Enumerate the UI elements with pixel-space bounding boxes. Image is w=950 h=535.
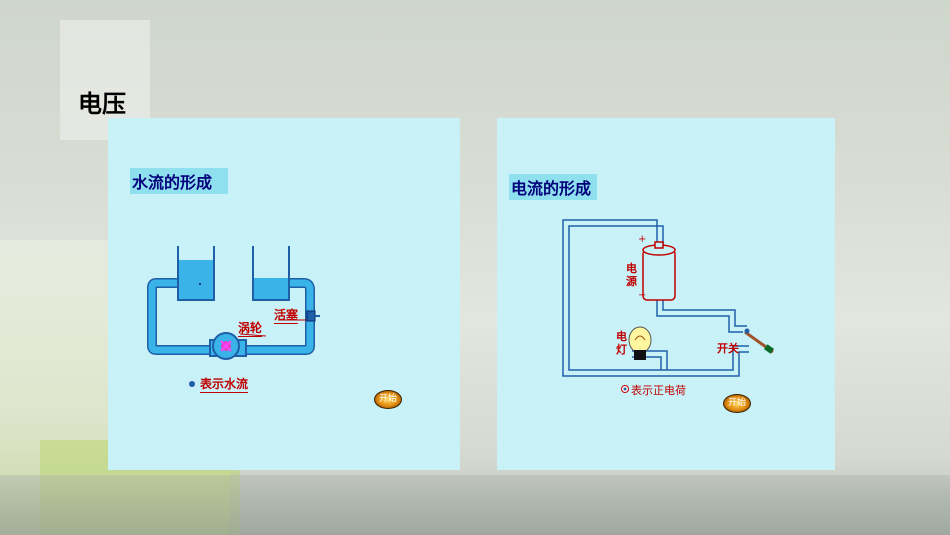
light-bulb bbox=[628, 326, 652, 360]
plus-sign: + bbox=[638, 234, 647, 245]
piston-label: 活塞 bbox=[274, 308, 299, 324]
water-play-button[interactable]: 开始 bbox=[374, 390, 402, 409]
charge-legend-label: 表示正电荷 bbox=[631, 384, 686, 397]
piston bbox=[306, 310, 316, 322]
water-panel-title: 水流的形成 bbox=[130, 168, 229, 194]
electric-current-panel: 电流的形成 + bbox=[497, 118, 835, 470]
minus-sign: − bbox=[638, 290, 647, 301]
left-water-tank bbox=[177, 246, 215, 301]
water-legend-label: 表示水流 bbox=[200, 377, 249, 393]
current-panel-title: 电流的形成 bbox=[509, 174, 598, 200]
circuit-wire bbox=[562, 219, 749, 377]
power-source bbox=[642, 241, 676, 301]
power-source-label: 电源 bbox=[626, 262, 637, 288]
water-legend-dot bbox=[189, 381, 195, 387]
turbine-label: 涡轮 bbox=[238, 321, 263, 337]
slide-title: 电压 bbox=[78, 90, 126, 118]
switch bbox=[744, 328, 774, 354]
water-circuit-diagram bbox=[147, 246, 320, 387]
switch-label: 开关 bbox=[717, 342, 739, 355]
water-flow-panel: 水流的形成 bbox=[108, 118, 460, 470]
right-water-tank bbox=[252, 246, 290, 301]
electric-circuit-diagram bbox=[562, 219, 774, 393]
turbine bbox=[209, 332, 247, 360]
bulb-label: 电灯 bbox=[616, 330, 627, 356]
current-play-button[interactable]: 开始 bbox=[723, 394, 751, 413]
